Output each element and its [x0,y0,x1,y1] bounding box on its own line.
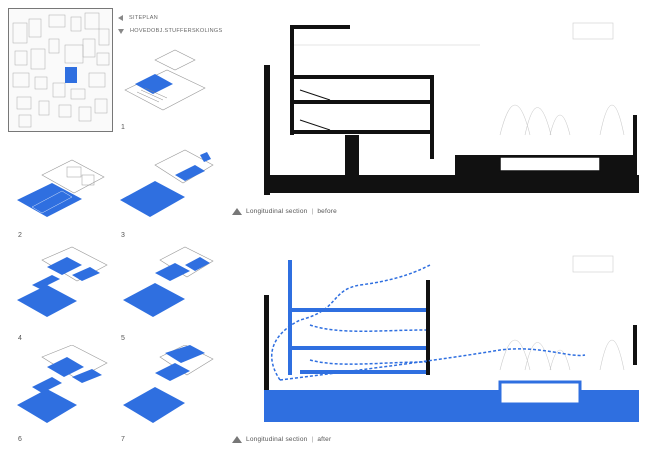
legend-siteplan-label: SITEPLAN [129,15,158,21]
axo-step-6 [17,345,108,423]
step-number: 4 [18,335,22,342]
axo-step-7 [123,345,214,423]
step-number: 6 [18,436,22,443]
step-number: 5 [121,335,125,342]
site-plan-drawing [12,12,110,128]
axo-step-1 [124,49,206,111]
caption-after: Longitudinal section | after [232,436,331,443]
triangle-down-icon [118,28,124,34]
step-number: 1 [121,124,125,131]
triangle-left-icon [118,15,123,21]
step-number: 7 [121,436,125,443]
caption-before: Longitudinal section | before [232,208,337,215]
triangle-up-icon [232,208,242,215]
caption-after-state: after [317,436,332,443]
axo-step-4 [17,246,108,317]
caption-before-title: Longitudinal section [246,208,308,215]
triangle-up-icon [232,436,242,443]
legend-mass: HOVEDOBJ.STUFFERSKOLINGS [118,28,222,34]
site-plan-map [8,8,113,132]
section-before [264,22,639,195]
axo-step-5 [123,246,214,317]
axo-step-2 [17,159,105,217]
caption-before-state: before [317,208,337,215]
legend-siteplan: SITEPLAN [118,15,158,21]
step-number: 2 [18,232,22,239]
axo-step-3 [120,149,214,217]
site-highlight [65,67,77,83]
legend-mass-label: HOVEDOBJ.STUFFERSKOLINGS [130,28,223,34]
caption-after-title: Longitudinal section [246,436,308,443]
caption-separator: | [311,208,314,215]
step-number: 3 [121,232,125,239]
section-after [264,255,639,422]
caption-separator: | [311,436,314,443]
